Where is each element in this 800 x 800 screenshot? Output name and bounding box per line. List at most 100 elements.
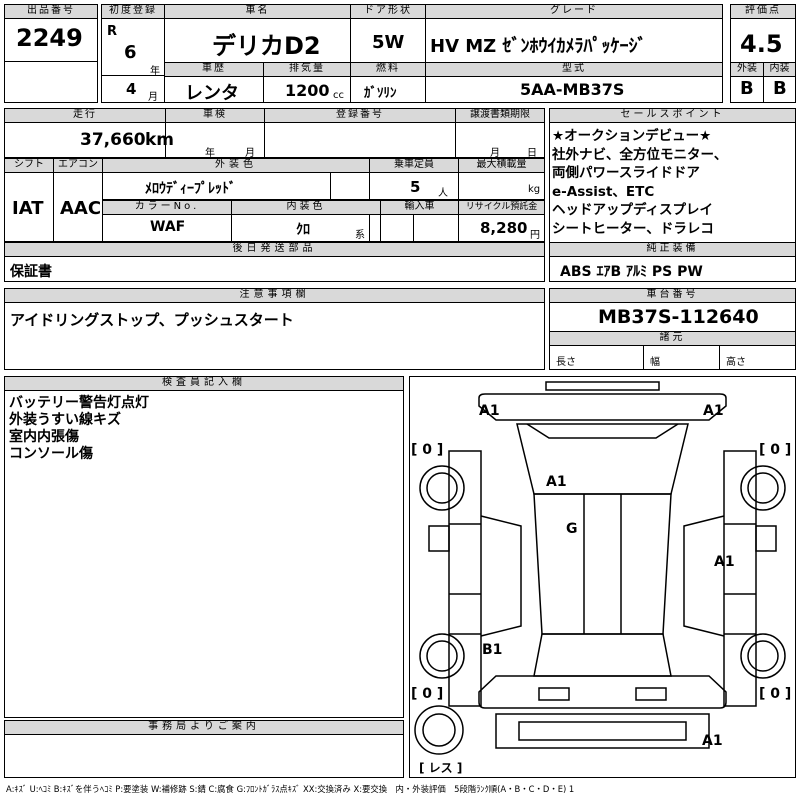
- ext-label: 外装: [730, 62, 764, 77]
- int-label: 内装: [763, 62, 796, 77]
- mileage-label: 走行: [4, 108, 166, 123]
- lot-blank: [4, 61, 98, 103]
- notes-label: 注意事項欄: [4, 288, 545, 303]
- rear-gate-shape: [495, 713, 710, 749]
- wheel-fr: [740, 465, 786, 511]
- mirror-left: [428, 525, 450, 552]
- right-door-lines: [724, 523, 756, 635]
- grade-label: グレード: [425, 4, 723, 19]
- int-cell: [763, 76, 796, 103]
- damage-mark: A1: [479, 403, 500, 419]
- later-parts: 保証書: [10, 264, 52, 280]
- left-pillar-shape: [480, 515, 522, 637]
- inspector-line: コンソール傷: [9, 446, 93, 462]
- damage-mark: A1: [702, 733, 723, 749]
- damage-mark: A1: [546, 474, 567, 490]
- rear-gate-inner: [518, 721, 687, 741]
- inspect-month-unit: 月: [245, 148, 255, 159]
- inspector-line: バッテリー警告灯点灯: [9, 395, 149, 411]
- reg-label: 初度登録: [101, 4, 165, 19]
- score-label: 評価点: [730, 4, 796, 19]
- spec-width: 幅: [650, 357, 660, 368]
- equipment: ABS ｴｱB ｱﾙﾐ PS PW: [560, 264, 703, 280]
- sales-label: セールスポイント: [549, 108, 796, 123]
- capacity: 5: [410, 178, 421, 196]
- mirror-right: [755, 525, 777, 552]
- int-color-label: 内装色: [231, 200, 381, 215]
- later-label: 後日発送部品: [4, 242, 545, 257]
- grade: HV MZ ｾﾞﾝﾎｳｲｶﾒﾗﾊﾟｯｹｰｼﾞ: [430, 36, 647, 57]
- row2-hline2: [102, 199, 545, 200]
- load-label: 最大積載量: [458, 158, 545, 173]
- tire-tread: [ 0 ]: [759, 686, 791, 702]
- reg-era: R: [107, 24, 118, 39]
- notes-text: アイドリングストップ、プッシュスタート: [10, 311, 294, 329]
- plate-divider: [455, 108, 456, 158]
- chassis-number: MB37S-112640: [598, 306, 759, 328]
- sales-line: シートヒーター、ドラレコ: [552, 220, 714, 237]
- spec-length: 長さ: [556, 357, 576, 368]
- exterior-color: ﾒﾛｳﾃﾞｨｰﾌﾟﾚｯﾄﾞ: [145, 181, 236, 197]
- score: 4.5: [740, 30, 783, 58]
- spec-label: 諸元: [549, 331, 796, 346]
- sales-line: 社外ナビ、全方位モニター、: [552, 146, 728, 163]
- rear-outline-shape: [478, 675, 727, 709]
- row2-hline3: [4, 241, 545, 242]
- wheel-fl: [419, 465, 465, 511]
- reg-month-divider: [101, 75, 165, 76]
- inspector-lines: バッテリー警告灯点灯 外装うすい線キズ 室内内張傷 コンソール傷: [9, 395, 149, 463]
- intcolor-divider: [380, 200, 381, 242]
- mileage: 37,660: [80, 130, 146, 150]
- history: レンタ: [185, 83, 239, 104]
- mileage-divider: [165, 108, 166, 158]
- roof-shape: [533, 493, 672, 635]
- int-grade: B: [773, 78, 787, 99]
- damage-mark: B1: [482, 642, 502, 658]
- left-body-shape: [448, 450, 482, 707]
- door-label: ドア形状: [350, 4, 426, 19]
- tire-tread: [ 0 ]: [759, 442, 791, 458]
- year-unit: 年: [150, 66, 160, 77]
- month-unit: 月: [148, 92, 158, 103]
- capacity-unit: 人: [438, 188, 448, 199]
- import-split: [413, 214, 414, 242]
- load-unit: kg: [528, 184, 541, 195]
- color-no: WAF: [150, 219, 186, 235]
- damage-mark: G: [566, 521, 578, 537]
- model-label: 型式: [425, 62, 723, 77]
- recycle: 8,280: [480, 219, 528, 237]
- inspect-label: 車検: [165, 108, 265, 123]
- color-sub-divider: [330, 172, 331, 200]
- wheel-rr: [740, 633, 786, 679]
- inspect-year-unit: 年: [205, 148, 215, 159]
- cc: 1200: [285, 81, 330, 100]
- reg-year: 6: [124, 42, 137, 63]
- inspector-line: 外装うすい線キズ: [9, 412, 121, 428]
- car-diagram-drawing: A1 A1 A1 G A1 B1 A1 [ 0 ] [ 0 ] [ 0 ] [ …: [411, 381, 791, 775]
- door-type: 5W: [372, 32, 405, 53]
- lot-number: 2249: [16, 24, 83, 52]
- wheel-spare: [414, 705, 464, 755]
- transfer-day-unit: 日: [527, 148, 537, 159]
- legend: A:ｷｽﾞ U:ﾍｺﾐ B:ｷｽﾞを伴うﾍｺﾐ P:要塗装 W:補修跡 S:錆 …: [6, 784, 575, 794]
- chassis-label: 車台番号: [549, 288, 796, 303]
- plate-label: 登録番号: [264, 108, 456, 123]
- tire-tread: [ 0 ]: [411, 442, 443, 458]
- right-pillar-shape: [683, 515, 725, 637]
- front-bumper-shape: [545, 381, 660, 391]
- wheel-rl: [419, 633, 465, 679]
- rear-bumper-shape: [538, 687, 667, 701]
- color-label: 外装色: [102, 158, 370, 173]
- cc-label: 排気量: [263, 62, 351, 77]
- color-no-label: カラーNo.: [102, 200, 232, 215]
- ac: AAC: [60, 198, 102, 219]
- sales-line: ヘッドアップディスプレイ: [552, 202, 714, 218]
- transfer-month-unit: 月: [490, 148, 500, 159]
- office-label: 事務局よりご案内: [4, 720, 404, 735]
- history-label: 車歴: [164, 62, 264, 77]
- damage-mark: A1: [703, 403, 724, 419]
- int-color-unit: 系: [355, 230, 365, 241]
- model-cell: [425, 76, 723, 103]
- shift: IAT: [12, 198, 44, 219]
- ac-label: エアコン: [53, 158, 103, 173]
